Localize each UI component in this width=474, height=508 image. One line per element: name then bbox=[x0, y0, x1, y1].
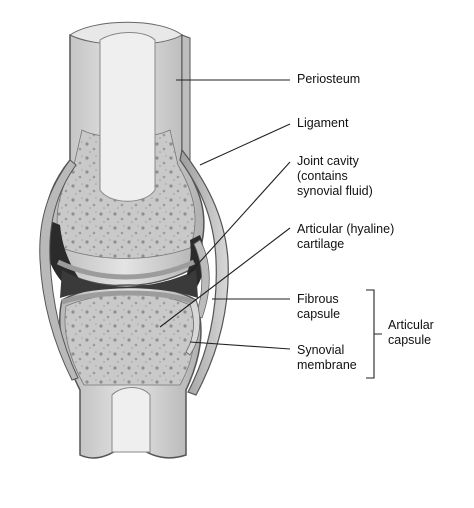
label-periosteum: Periosteum bbox=[297, 72, 361, 86]
synovial-membrane-leader bbox=[189, 341, 291, 350]
leader-lines bbox=[159, 79, 382, 379]
ligament-band bbox=[179, 148, 229, 396]
joint-cavity-leader bbox=[187, 161, 291, 276]
joint-cavity-center bbox=[60, 270, 198, 298]
articular-cartilage-lower bbox=[61, 290, 195, 305]
label-articular-cartilage: Articular (hyaline) cartilage bbox=[297, 222, 395, 251]
lower-bone bbox=[58, 284, 202, 459]
lower-marrow-cavity bbox=[111, 387, 151, 453]
articular-cartilage-upper bbox=[56, 259, 196, 280]
lower-spongy-bone bbox=[64, 293, 196, 386]
articular-capsule-graphic bbox=[39, 34, 229, 396]
label-articular-capsule: Articular capsule bbox=[388, 318, 434, 347]
upper-bone bbox=[44, 21, 205, 287]
articular-capsule-bracket bbox=[366, 289, 382, 379]
label-joint-cavity: Joint cavity (contains synovial fluid) bbox=[297, 154, 373, 198]
left-capsule bbox=[39, 159, 79, 381]
synovial-membrane-layer bbox=[185, 299, 201, 356]
ligament-leader bbox=[199, 123, 291, 166]
periosteum-layer bbox=[181, 34, 191, 161]
label-fibrous-capsule: Fibrous capsule bbox=[297, 292, 341, 321]
label-synovial-membrane: Synovial membrane bbox=[297, 343, 357, 372]
upper-marrow-cavity bbox=[99, 32, 156, 202]
articular-cartilage-leader bbox=[159, 227, 291, 328]
label-ligament: Ligament bbox=[297, 116, 349, 130]
